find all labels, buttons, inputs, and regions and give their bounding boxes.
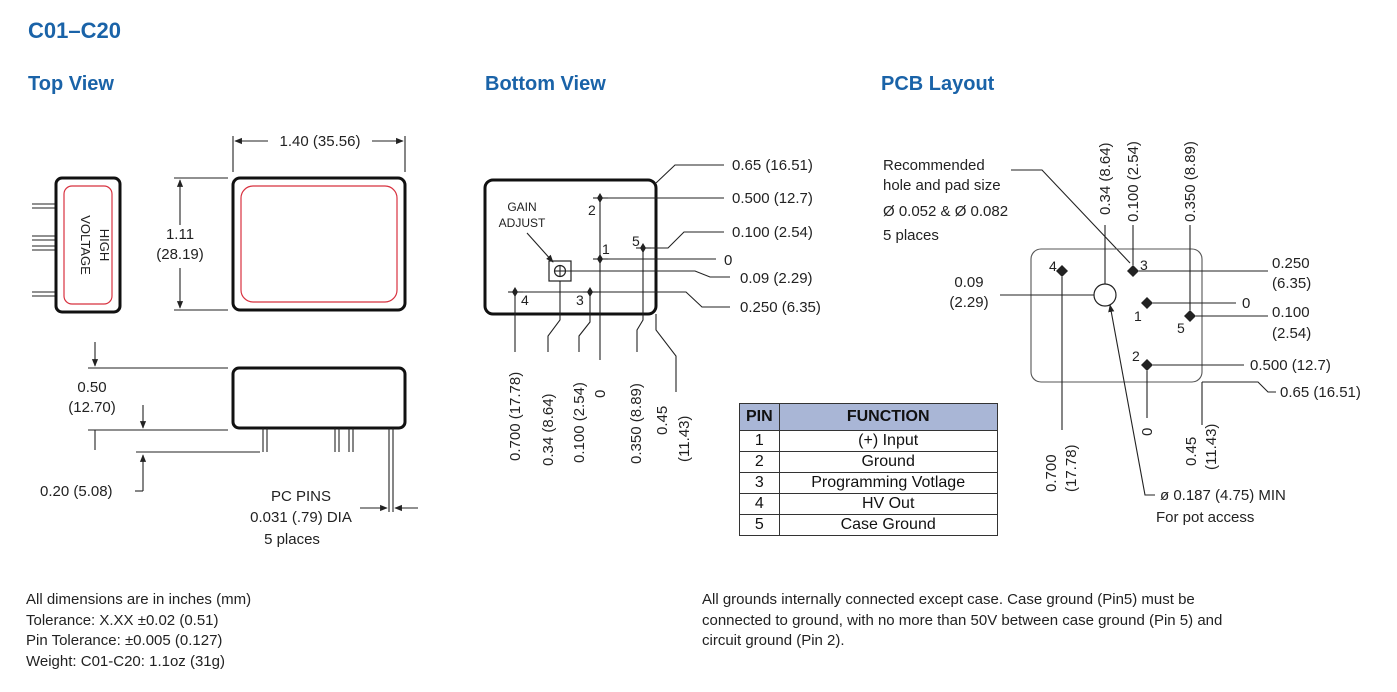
- width-dimension: 1.40 (35.56): [280, 133, 361, 150]
- bottom-dim-b2: 0.100 (2.54): [571, 382, 588, 463]
- pcb-pot-2: For pot access: [1156, 509, 1254, 526]
- pcb-dim-r3: 0.100: [1272, 304, 1310, 321]
- table-cell-function: Ground: [778, 451, 998, 473]
- pcb-pins: 4 3 1 5 2: [1049, 257, 1196, 371]
- table-cell-function: Case Ground: [778, 514, 998, 536]
- pcb-pin-4-label: 4: [1049, 258, 1057, 274]
- bottom-view-drawing: GAIN ADJUST 2 1 5 4 3 0.65 (16.51) 0.500…: [483, 157, 821, 466]
- bottom-dim-r4: 0.09 (2.29): [740, 270, 813, 287]
- pcb-dim-t0: 0.34 (8.64): [1097, 142, 1114, 215]
- table-header-function: FUNCTION: [778, 403, 998, 431]
- bottom-pin-2-label: 2: [588, 202, 596, 218]
- pcb-dim-r2: 0: [1242, 295, 1250, 312]
- table-row: 1 (+) Input: [739, 430, 998, 452]
- bottom-pin-3-label: 3: [576, 292, 584, 308]
- table-header-pin: PIN: [739, 403, 780, 431]
- table-cell-function: HV Out: [778, 493, 998, 515]
- bottom-pin-5-label: 5: [632, 233, 640, 249]
- bottom-dim-b5: 0.45: [654, 406, 671, 435]
- table-cell-pin: 5: [739, 514, 780, 536]
- pcb-pin-5-label: 5: [1177, 320, 1185, 336]
- pcb-dim-b1: (17.78): [1063, 444, 1080, 492]
- bottom-dim-r0: 0.65 (16.51): [732, 157, 813, 174]
- pcb-rec-4: 5 places: [883, 227, 939, 244]
- table-cell-pin: 1: [739, 430, 780, 452]
- note-line: Tolerance: X.XX ±0.02 (0.51): [26, 611, 219, 629]
- top-view-drawing: HIGH VOLTAGE 1.40 (35.56) 1.11 (28.19): [32, 133, 418, 548]
- note-line: All grounds internally connected except …: [702, 591, 1195, 608]
- pcb-dim-r4: (2.54): [1272, 325, 1311, 342]
- bottom-dim-b6: (11.43): [676, 416, 693, 462]
- bottom-dim-r3: 0: [724, 252, 732, 269]
- body-height-in: 0.50: [77, 379, 106, 396]
- note-line: Pin Tolerance: ±0.005 (0.127): [26, 632, 223, 649]
- label-high: HIGH: [97, 229, 112, 262]
- page-title: C01–C20: [28, 18, 121, 43]
- gain-label-2: ADJUST: [499, 216, 546, 230]
- table-header-row: PIN FUNCTION: [739, 403, 998, 431]
- note-line: connected to ground, with no more than 5…: [702, 611, 1223, 629]
- notes-dimensions: All dimensions are in inches (mm) Tolera…: [26, 590, 446, 672]
- note-line: circuit ground (Pin 2).: [702, 632, 845, 649]
- pcb-dim-r6: 0.65 (16.51): [1280, 384, 1361, 401]
- pcb-pin-3-label: 3: [1140, 257, 1148, 273]
- bottom-pin-1-label: 1: [602, 241, 610, 257]
- top-box: 1.40 (35.56) 1.11 (28.19): [156, 133, 407, 312]
- pin-length-dimension: 0.20 (5.08): [40, 483, 113, 500]
- pins-label-2: 0.031 (.79) DIA: [250, 509, 352, 526]
- bottom-dim-r5: 0.250 (6.35): [740, 299, 821, 316]
- pcb-dim-t2: 0.350 (8.89): [1182, 141, 1199, 222]
- section-title-bottom-view: Bottom View: [485, 73, 606, 95]
- pcb-pin-1-label: 1: [1134, 308, 1142, 324]
- pins-label-3: 5 places: [264, 531, 320, 548]
- pcb-rec-1: Recommended: [883, 157, 985, 174]
- pcb-dim-left-mm: (2.29): [949, 294, 988, 311]
- pin-function-table: PIN FUNCTION 1 (+) Input 2 Ground 3 Prog…: [739, 403, 998, 536]
- bottom-dim-b4: 0.350 (8.89): [628, 383, 645, 464]
- height-dimension-in: 1.11: [166, 226, 194, 243]
- table-cell-function: Programming Votlage: [778, 472, 998, 494]
- pins-label-1: PC PINS: [271, 488, 331, 505]
- pcb-dim-r5: 0.500 (12.7): [1250, 357, 1331, 374]
- pcb-dim-b0: 0.700: [1043, 454, 1060, 492]
- pcb-dim-r1: (6.35): [1272, 275, 1311, 292]
- bottom-pin-4-label: 4: [521, 292, 529, 308]
- note-line: All dimensions are in inches (mm): [26, 591, 252, 608]
- front-view: 0.50 (12.70) 0.20 (5.08) PC PINS 0.031 (…: [40, 342, 418, 548]
- table-cell-pin: 3: [739, 472, 780, 494]
- pcb-pin-2-label: 2: [1132, 348, 1140, 364]
- bottom-dim-r2: 0.100 (2.54): [732, 224, 813, 241]
- table-row: 2 Ground: [739, 451, 998, 473]
- table-row: 5 Case Ground: [739, 514, 998, 536]
- bottom-dim-b3: 0: [592, 390, 609, 398]
- bottom-dim-b0: 0.700 (17.78): [507, 372, 524, 461]
- section-title-pcb-layout: PCB Layout: [881, 73, 995, 95]
- label-voltage: VOLTAGE: [78, 215, 93, 275]
- pcb-dim-left-in: 0.09: [954, 274, 983, 291]
- gain-label-1: GAIN: [507, 200, 536, 214]
- pcb-dim-b2: 0: [1139, 428, 1156, 436]
- table-row: 4 HV Out: [739, 493, 998, 515]
- table-cell-pin: 4: [739, 493, 780, 515]
- pcb-dim-b3: 0.45: [1183, 437, 1200, 466]
- pcb-pot-1: ø 0.187 (4.75) MIN: [1160, 487, 1286, 504]
- side-view: HIGH VOLTAGE: [32, 176, 122, 314]
- bottom-dim-b1: 0.34 (8.64): [540, 393, 557, 466]
- pcb-dim-r0: 0.250: [1272, 255, 1310, 272]
- pcb-layout-drawing: Recommended hole and pad size Ø 0.052 & …: [883, 141, 1361, 526]
- pcb-rec-2: hole and pad size: [883, 177, 1001, 194]
- height-dimension-mm: (28.19): [156, 246, 204, 263]
- pcb-rec-3: Ø 0.052 & Ø 0.082: [883, 203, 1008, 220]
- body-height-mm: (12.70): [68, 399, 116, 416]
- notes-grounding: All grounds internally connected except …: [702, 590, 1342, 652]
- pcb-dim-t1: 0.100 (2.54): [1125, 141, 1142, 222]
- bottom-dim-r1: 0.500 (12.7): [732, 190, 813, 207]
- section-title-top-view: Top View: [28, 73, 114, 95]
- table-row: 3 Programming Votlage: [739, 472, 998, 494]
- pcb-dim-b4: (11.43): [1203, 424, 1220, 470]
- table-cell-pin: 2: [739, 451, 780, 473]
- note-line: Weight: C01-C20: 1.1oz (31g): [26, 652, 225, 670]
- table-cell-function: (+) Input: [778, 430, 998, 452]
